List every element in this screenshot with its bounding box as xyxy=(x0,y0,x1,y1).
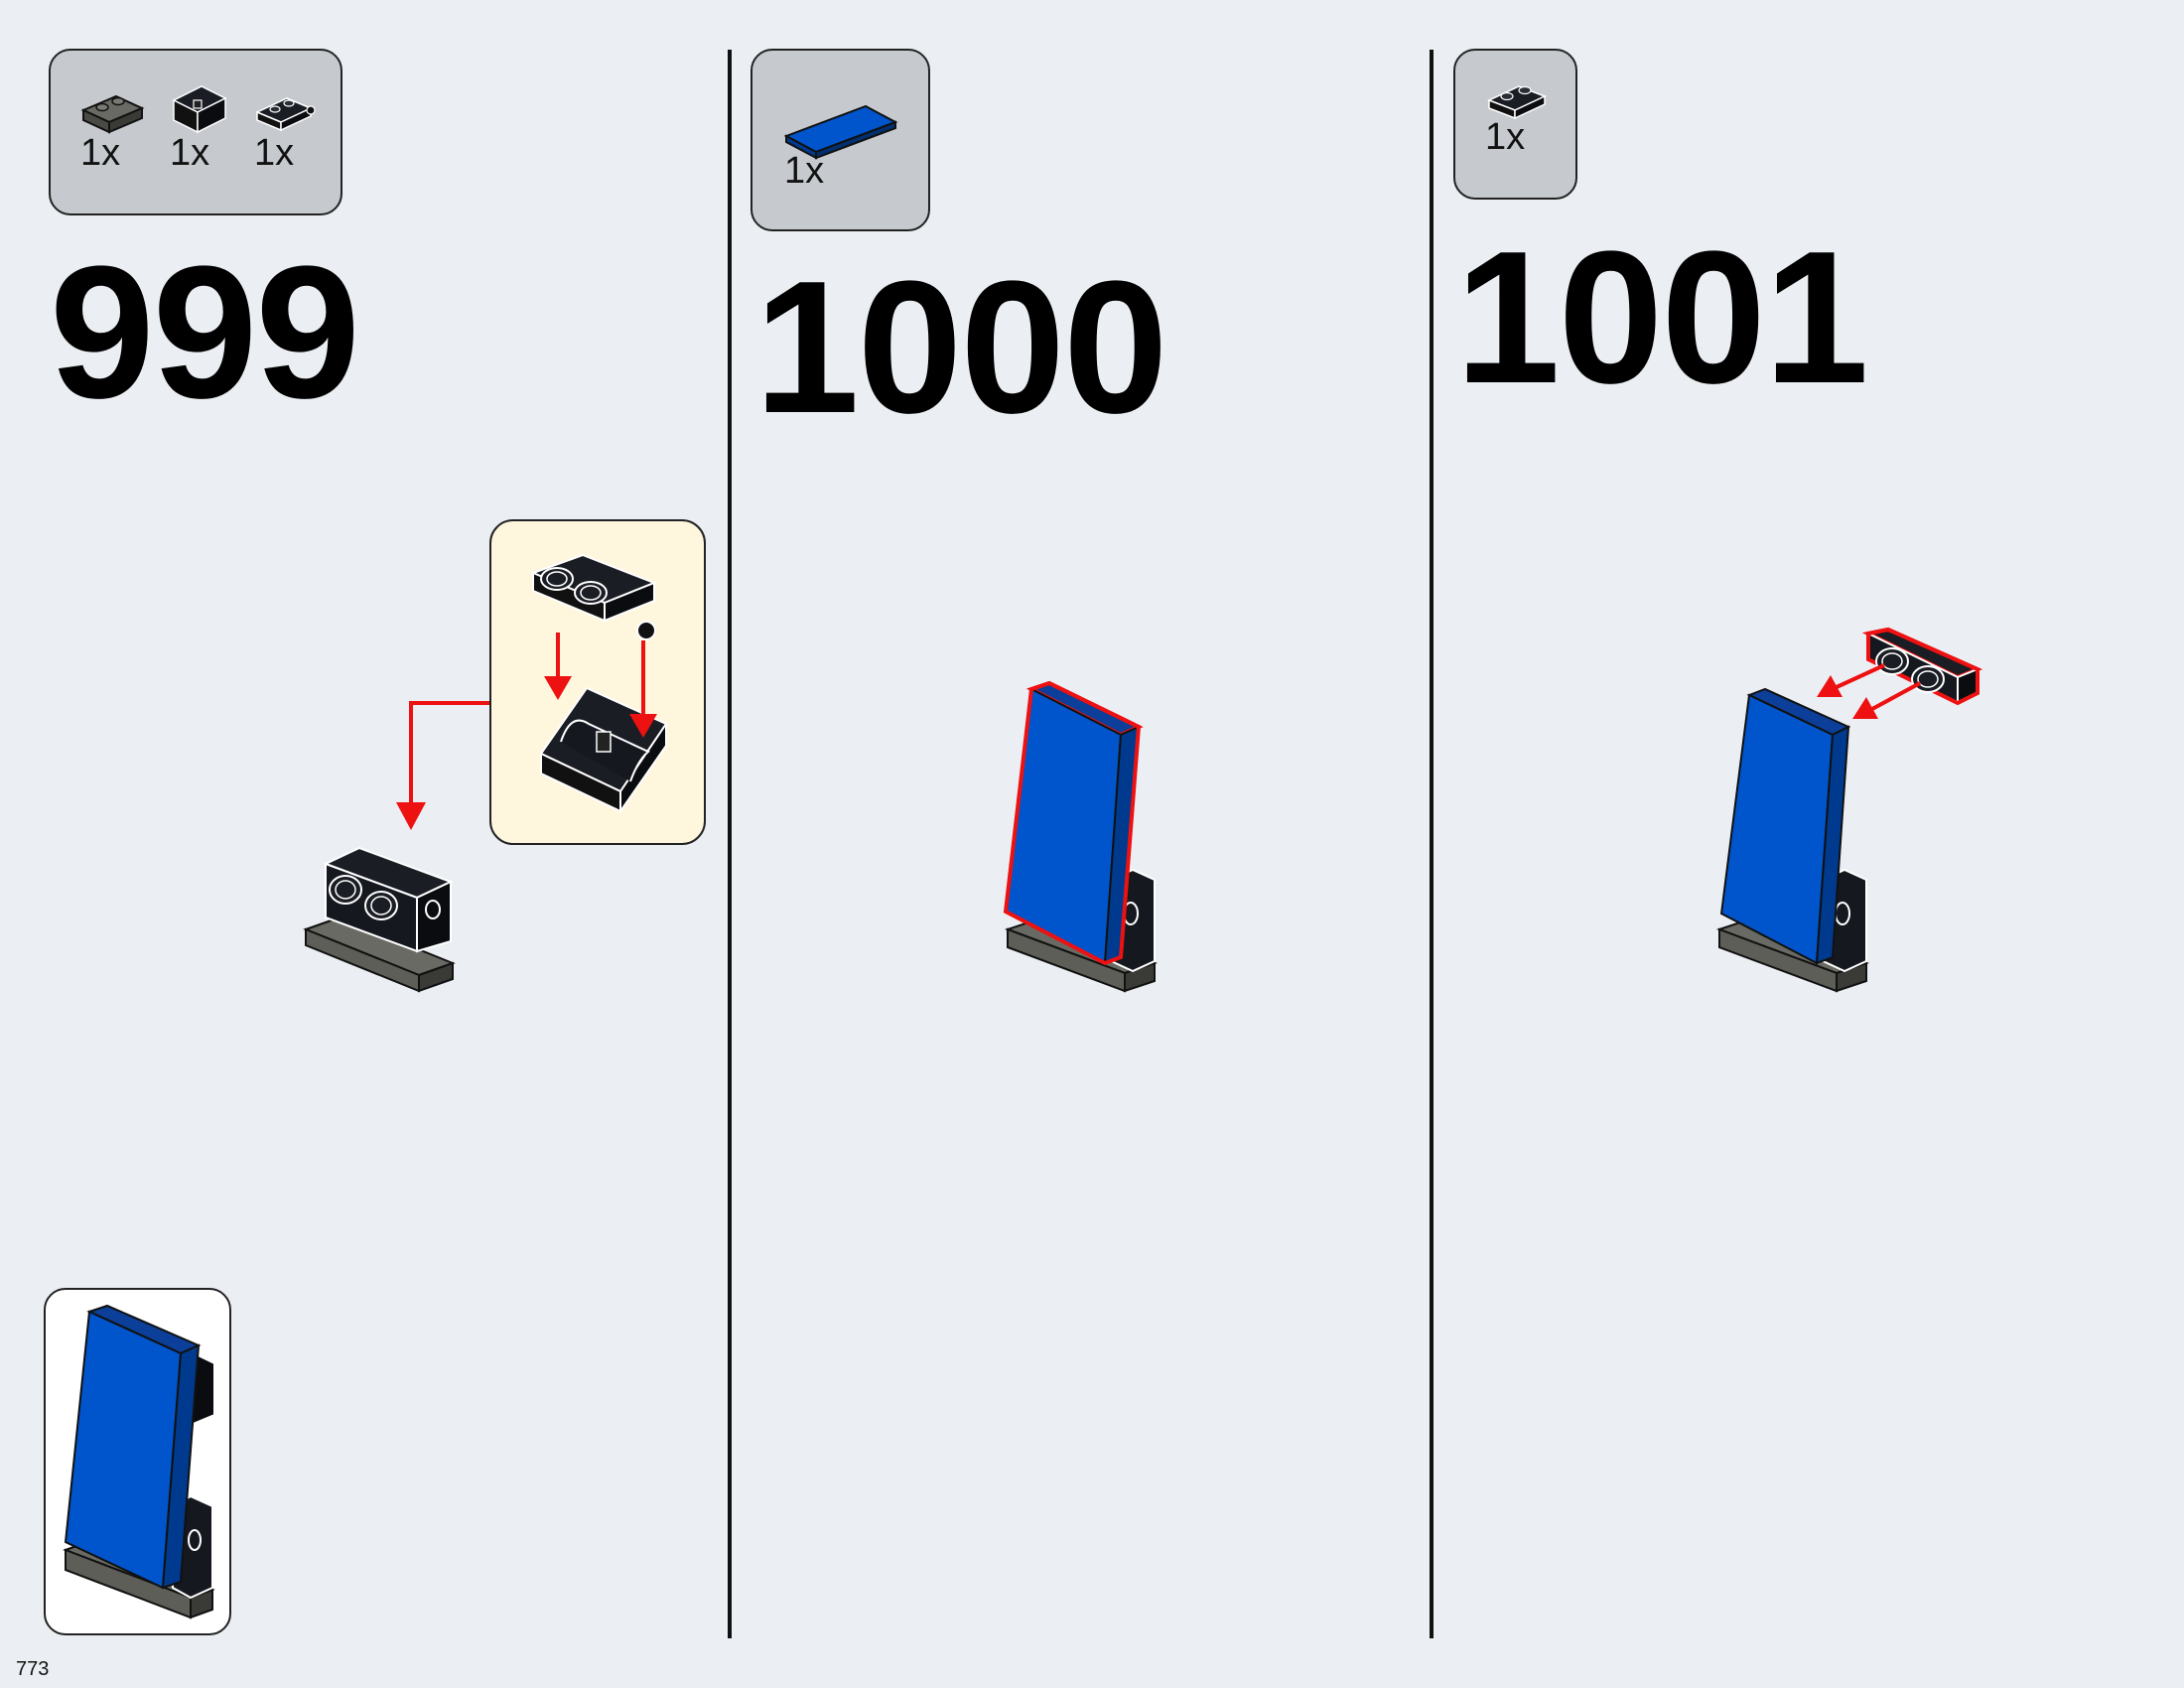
step-divider-1 xyxy=(728,50,732,1638)
parts-list-step-1001: 1x xyxy=(1453,49,1577,200)
step-number: 999 xyxy=(50,227,360,438)
black-plate-clip-icon xyxy=(255,97,316,132)
step-1001-model-icon xyxy=(1715,687,1870,993)
part-qty: 1x xyxy=(1485,116,1526,158)
step-1000-model-icon xyxy=(1003,680,1159,993)
sub-assembly-callout xyxy=(489,519,706,845)
part-qty: 1x xyxy=(80,132,121,174)
part-qty: 1x xyxy=(170,132,210,174)
dark-gray-plate-1x2-icon xyxy=(80,94,145,134)
step-divider-2 xyxy=(1430,50,1433,1638)
black-plate-1x2-icon xyxy=(1487,85,1547,120)
step-999-model-icon xyxy=(303,846,456,993)
page-number: 773 xyxy=(16,1658,50,1680)
plate-insert-icon xyxy=(1817,627,1983,719)
black-bracket-icon xyxy=(172,85,227,134)
step-number: 1000 xyxy=(754,242,1168,453)
finished-assembly-box xyxy=(44,1288,231,1635)
parts-list-step-1000: 1x xyxy=(751,49,930,231)
part-qty: 1x xyxy=(784,150,825,192)
parts-list-step-999: 1x 1x 1x xyxy=(49,49,342,215)
callout-arrow xyxy=(396,701,489,830)
blue-tile-2x4-icon xyxy=(783,104,898,160)
sub-assembly-icon xyxy=(530,553,668,815)
finished-assembly-icon xyxy=(63,1304,215,1619)
step-number: 1001 xyxy=(1455,212,1869,423)
part-qty: 1x xyxy=(254,132,295,174)
